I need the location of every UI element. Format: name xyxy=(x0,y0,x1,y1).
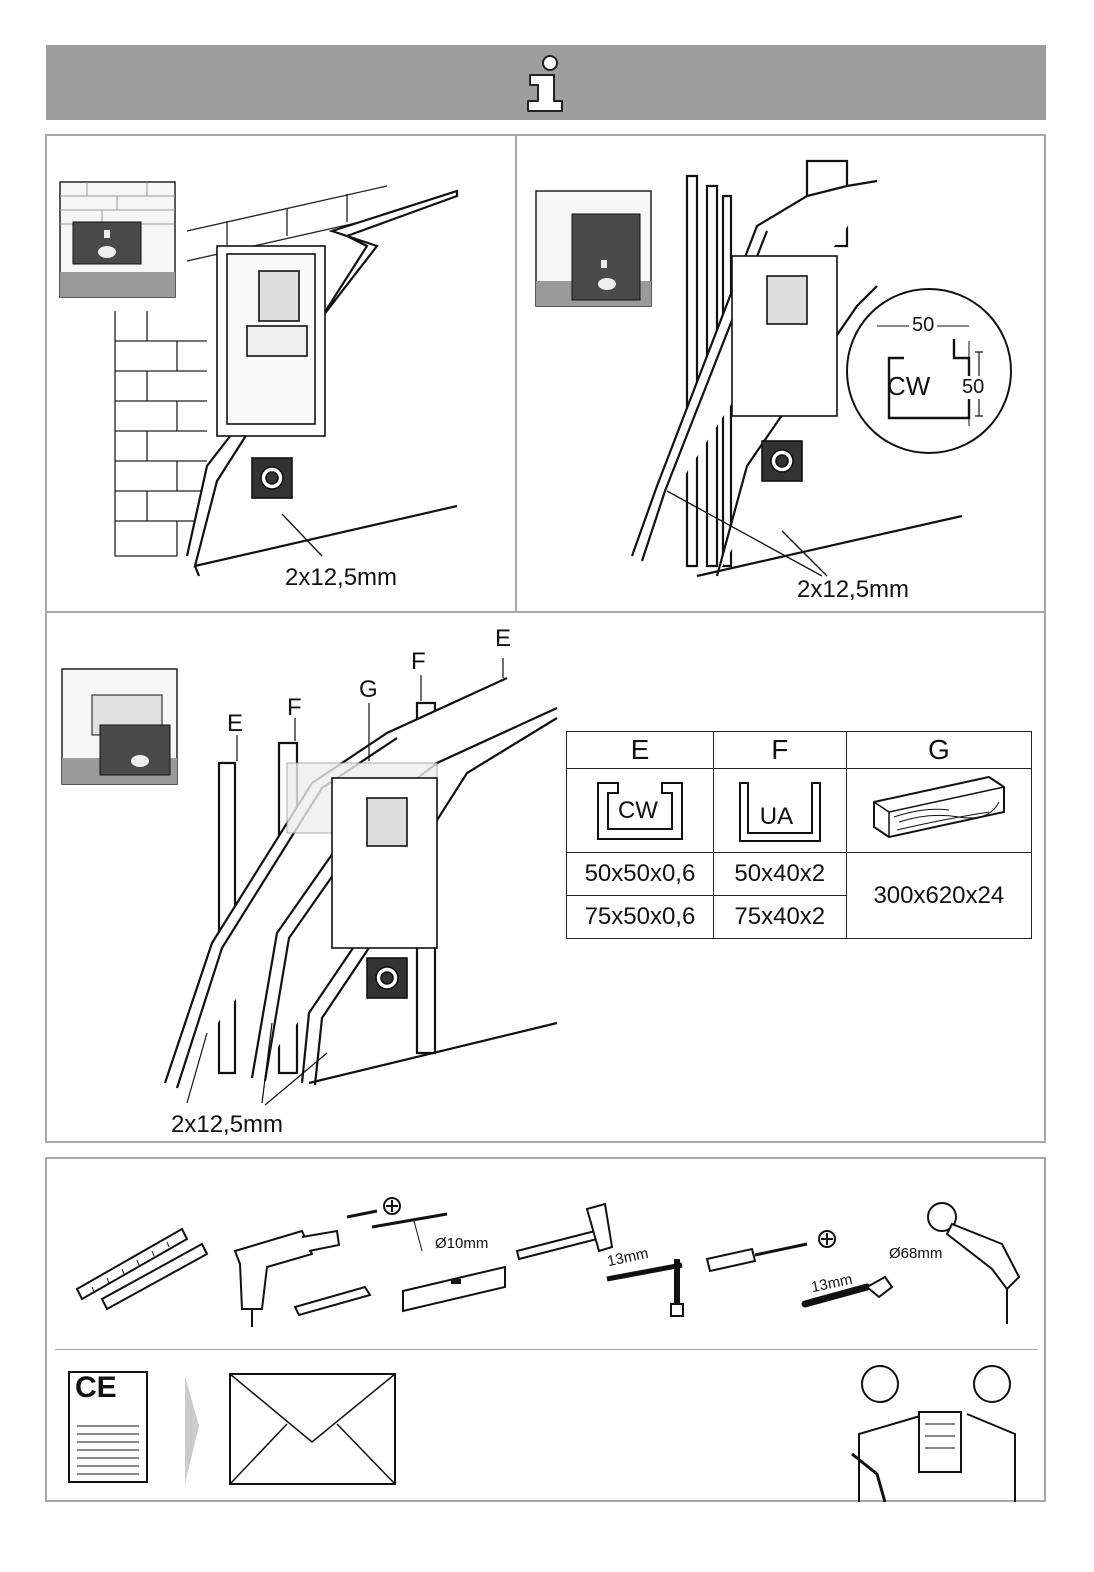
callout-f-right: F xyxy=(411,648,426,676)
e-dimension-2: 75x50x0,6 xyxy=(567,896,714,939)
spirit-level-icon xyxy=(403,1267,505,1311)
board-thickness-label: 2x12,5mm xyxy=(285,564,397,592)
drill-icon xyxy=(235,1231,339,1327)
install-illustration-b xyxy=(517,136,1046,613)
f-dimension-1: 50x40x2 xyxy=(713,853,846,896)
wc-frame xyxy=(217,246,325,498)
ua-profile-cell: UA xyxy=(713,769,846,853)
folding-rule-icon xyxy=(77,1229,207,1309)
tools-and-docs-panel: Ø10mm 13mm 13mm Ø68mm CE xyxy=(45,1157,1046,1502)
drill-bit-icon xyxy=(347,1198,447,1251)
ce-mark: CE xyxy=(75,1371,117,1405)
header-g: G xyxy=(846,732,1031,769)
board-thickness-label: 2x12,5mm xyxy=(171,1111,283,1139)
divider xyxy=(55,1349,1038,1350)
ua-label: UA xyxy=(760,803,793,831)
inset-thumbnail xyxy=(60,182,175,297)
board-thickness-label: 2x12,5mm xyxy=(797,576,909,604)
arrow-icon xyxy=(185,1376,199,1484)
wood-board-icon xyxy=(869,772,1009,844)
envelope-icon xyxy=(230,1374,395,1484)
handover-icon xyxy=(852,1366,1015,1502)
cw-profile-cell: CW xyxy=(567,769,714,853)
info-icon xyxy=(516,53,576,113)
chipboard-cell xyxy=(846,769,1031,853)
profile-height-label: 50 xyxy=(962,376,984,399)
inset-thumbnail xyxy=(536,191,651,306)
profile-width-label: 50 xyxy=(909,314,937,337)
pencil-icon xyxy=(295,1287,370,1315)
panel-drywall-on-stud-frame: 50 CW 50 2x12,5mm xyxy=(515,134,1046,613)
header-f: F xyxy=(713,732,846,769)
cw-label: CW xyxy=(618,797,658,825)
materials-table: E F G CW UA xyxy=(566,731,1032,939)
header-e: E xyxy=(567,732,714,769)
screwdriver-icon xyxy=(707,1231,835,1271)
callout-g: G xyxy=(359,676,378,704)
install-illustration-a xyxy=(47,136,517,613)
hammer-icon xyxy=(517,1204,612,1259)
inset-thumbnail xyxy=(62,669,177,784)
drill-bit-label: Ø10mm xyxy=(435,1235,488,1252)
profile-name-label: CW xyxy=(887,371,930,402)
hole-saw-drill-icon xyxy=(928,1203,1019,1324)
hole-saw-label: Ø68mm xyxy=(889,1245,942,1262)
callout-f-left: F xyxy=(287,694,302,722)
e-dimension-1: 50x50x0,6 xyxy=(567,853,714,896)
wc-frame xyxy=(732,256,837,481)
f-dimension-2: 75x40x2 xyxy=(713,896,846,939)
callout-e-left: E xyxy=(227,710,243,738)
header-banner xyxy=(46,45,1046,120)
callout-e-right: E xyxy=(495,625,511,653)
panel-drywall-on-masonry: 2x12,5mm xyxy=(45,134,517,613)
g-dimension: 300x620x24 xyxy=(846,853,1031,939)
